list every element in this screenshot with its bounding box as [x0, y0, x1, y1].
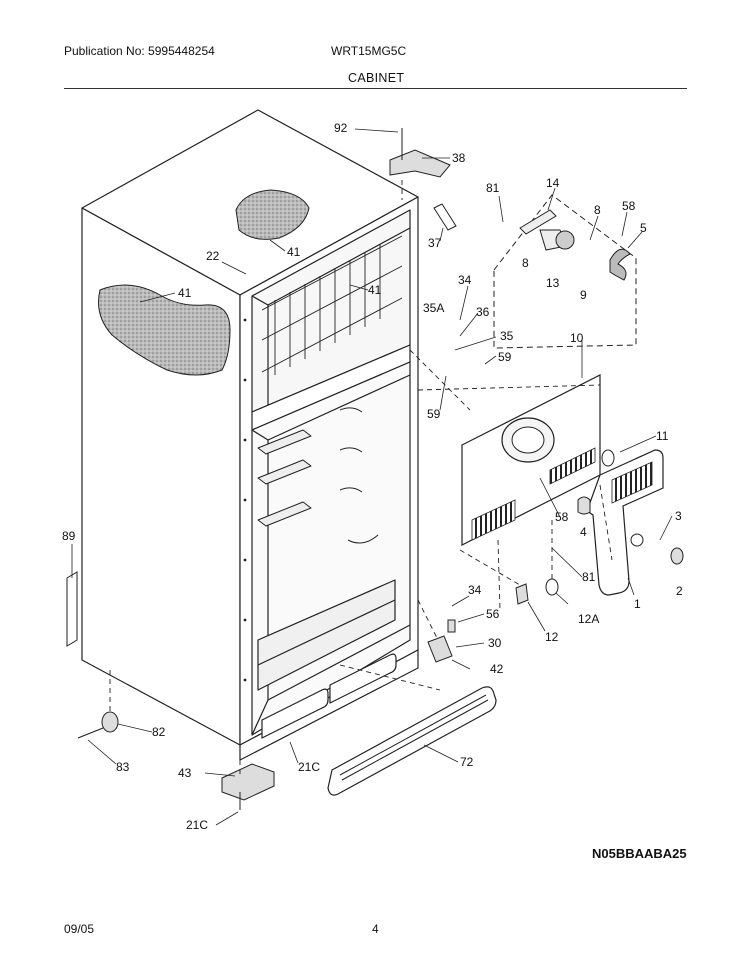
fan-blade: [609, 248, 631, 281]
callout-9: 9: [580, 288, 587, 302]
callout-81-top: 81: [486, 181, 500, 195]
control-knob: [670, 547, 684, 565]
callout-83: 83: [116, 760, 130, 774]
fan-assembly-box: [493, 194, 637, 349]
callout-35: 35: [500, 329, 514, 343]
callout-11: 11: [656, 429, 669, 443]
callout-34-bottom: 34: [468, 583, 482, 597]
fan-motor: [555, 230, 575, 250]
callout-14: 14: [546, 176, 560, 190]
callout-35A: 35A: [423, 301, 444, 315]
callout-59-a: 59: [498, 350, 512, 364]
callout-3: 3: [675, 509, 682, 523]
callout-89: 89: [62, 529, 76, 543]
callout-41-c: 41: [178, 286, 192, 300]
callout-10: 10: [570, 331, 584, 345]
callout-37: 37: [428, 236, 442, 250]
callout-34-top: 34: [458, 273, 472, 287]
callout-41-b: 41: [368, 283, 382, 297]
alignment-lines: [109, 180, 613, 778]
foam-pad-side: [98, 284, 231, 376]
callout-38: 38: [452, 151, 466, 165]
callout-82: 82: [152, 725, 166, 739]
part-4: [577, 496, 591, 515]
callout-5: 5: [640, 221, 647, 235]
crisper-floor: [257, 579, 396, 691]
callout-59-b: 59: [427, 407, 441, 421]
callout-30: 30: [488, 636, 502, 650]
freezer-shelf: [261, 235, 403, 375]
part-12: [515, 583, 529, 605]
callout-42: 42: [490, 662, 504, 676]
fresh-food-shelf-supports: [257, 407, 379, 544]
callout-21C-bottom: 21C: [186, 818, 208, 832]
publication-number: Publication No: 5995448254: [64, 44, 215, 58]
callout-2: 2: [676, 584, 683, 598]
callout-58-mid: 58: [555, 510, 569, 524]
callout-56: 56: [486, 607, 500, 621]
top-hinge: [389, 149, 451, 178]
kickplate-grille: [327, 686, 497, 796]
leader-lines: [71, 128, 673, 826]
callout-8-a: 8: [594, 203, 601, 217]
part-12A: [545, 578, 559, 596]
page-number: 4: [372, 922, 379, 936]
callout-43: 43: [178, 766, 192, 780]
leveling-leg: [101, 711, 119, 733]
callout-92: 92: [334, 121, 348, 135]
part-30-bracket: [427, 635, 453, 663]
part-89: [66, 571, 78, 647]
callout-1: 1: [634, 597, 641, 611]
callout-36: 36: [476, 305, 490, 319]
callout-81-mid: 81: [582, 570, 596, 584]
callout-58-top: 58: [622, 199, 636, 213]
drawing-code: N05BBAABA25: [592, 846, 687, 861]
panel-vents: [471, 499, 516, 541]
bottom-hinge: [221, 763, 275, 801]
model-number: WRT15MG5C: [331, 44, 407, 58]
section-title: CABINET: [348, 71, 405, 85]
light-socket: [601, 449, 615, 467]
callout-4: 4: [580, 525, 587, 539]
callout-8-b: 8: [522, 256, 529, 270]
callout-13: 13: [546, 276, 560, 290]
callout-12A: 12A: [578, 612, 599, 626]
part-56: [447, 619, 456, 633]
header-rule: [64, 88, 687, 89]
callout-41-a: 41: [287, 245, 301, 259]
part-37: [433, 203, 457, 231]
callout-labels: 92 38 81 14 8 58 5 22 41 37 34 36 35A 35…: [62, 121, 687, 861]
foam-pad-top: [235, 189, 310, 240]
callout-22: 22: [206, 249, 220, 263]
callout-12: 12: [545, 630, 559, 644]
footer-date: 09/05: [64, 922, 95, 936]
callout-72: 72: [460, 755, 474, 769]
callout-21C-mid: 21C: [298, 760, 320, 774]
